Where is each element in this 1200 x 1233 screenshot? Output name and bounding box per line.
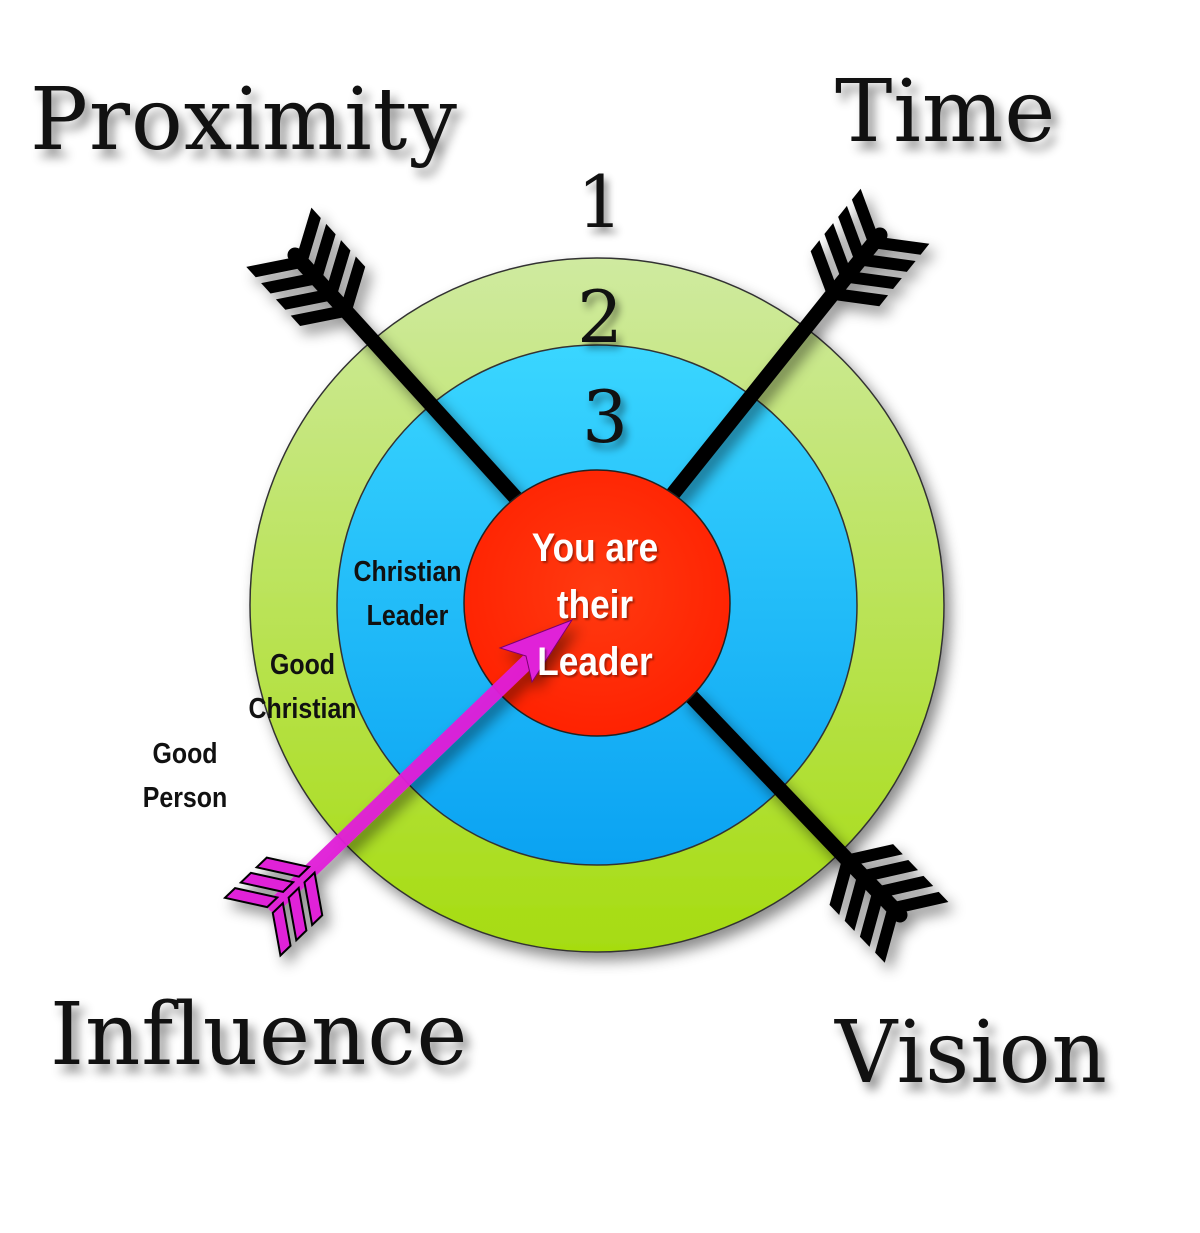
label-good-person-line1: Good: [152, 738, 218, 770]
bullseye-label-line2: their: [556, 583, 634, 627]
arrow-influence: [222, 618, 574, 958]
label-good-person: Good Person: [129, 732, 241, 820]
arrow-time: [664, 188, 930, 503]
arrow-vision: [682, 687, 949, 963]
ring-number-2: 2: [577, 275, 623, 359]
label-good-person-line2: Person: [142, 782, 228, 814]
label-influence: Influence: [50, 985, 469, 1085]
arrow-influence-head: [498, 618, 574, 684]
label-vision: Vision: [835, 1003, 1108, 1103]
label-good-christian-line2: Christian: [248, 693, 357, 725]
ring-number-1: 1: [577, 160, 623, 244]
bullseye-label-line3: Leader: [537, 640, 653, 684]
label-christian-leader-line1: Christian: [353, 556, 462, 588]
bullseye-label: You are their Leader: [503, 520, 688, 691]
label-time: Time: [835, 62, 1057, 162]
arrow-proximity: [246, 207, 523, 505]
bullseye-label-line1: You are: [531, 526, 659, 570]
label-christian-leader-line2: Leader: [366, 600, 449, 632]
ring-number-3: 3: [582, 375, 628, 459]
label-good-christian: Good Christian: [236, 643, 369, 731]
label-proximity: Proximity: [30, 70, 458, 170]
label-christian-leader: Christian Leader: [341, 550, 474, 638]
label-good-christian-line1: Good: [269, 649, 336, 681]
